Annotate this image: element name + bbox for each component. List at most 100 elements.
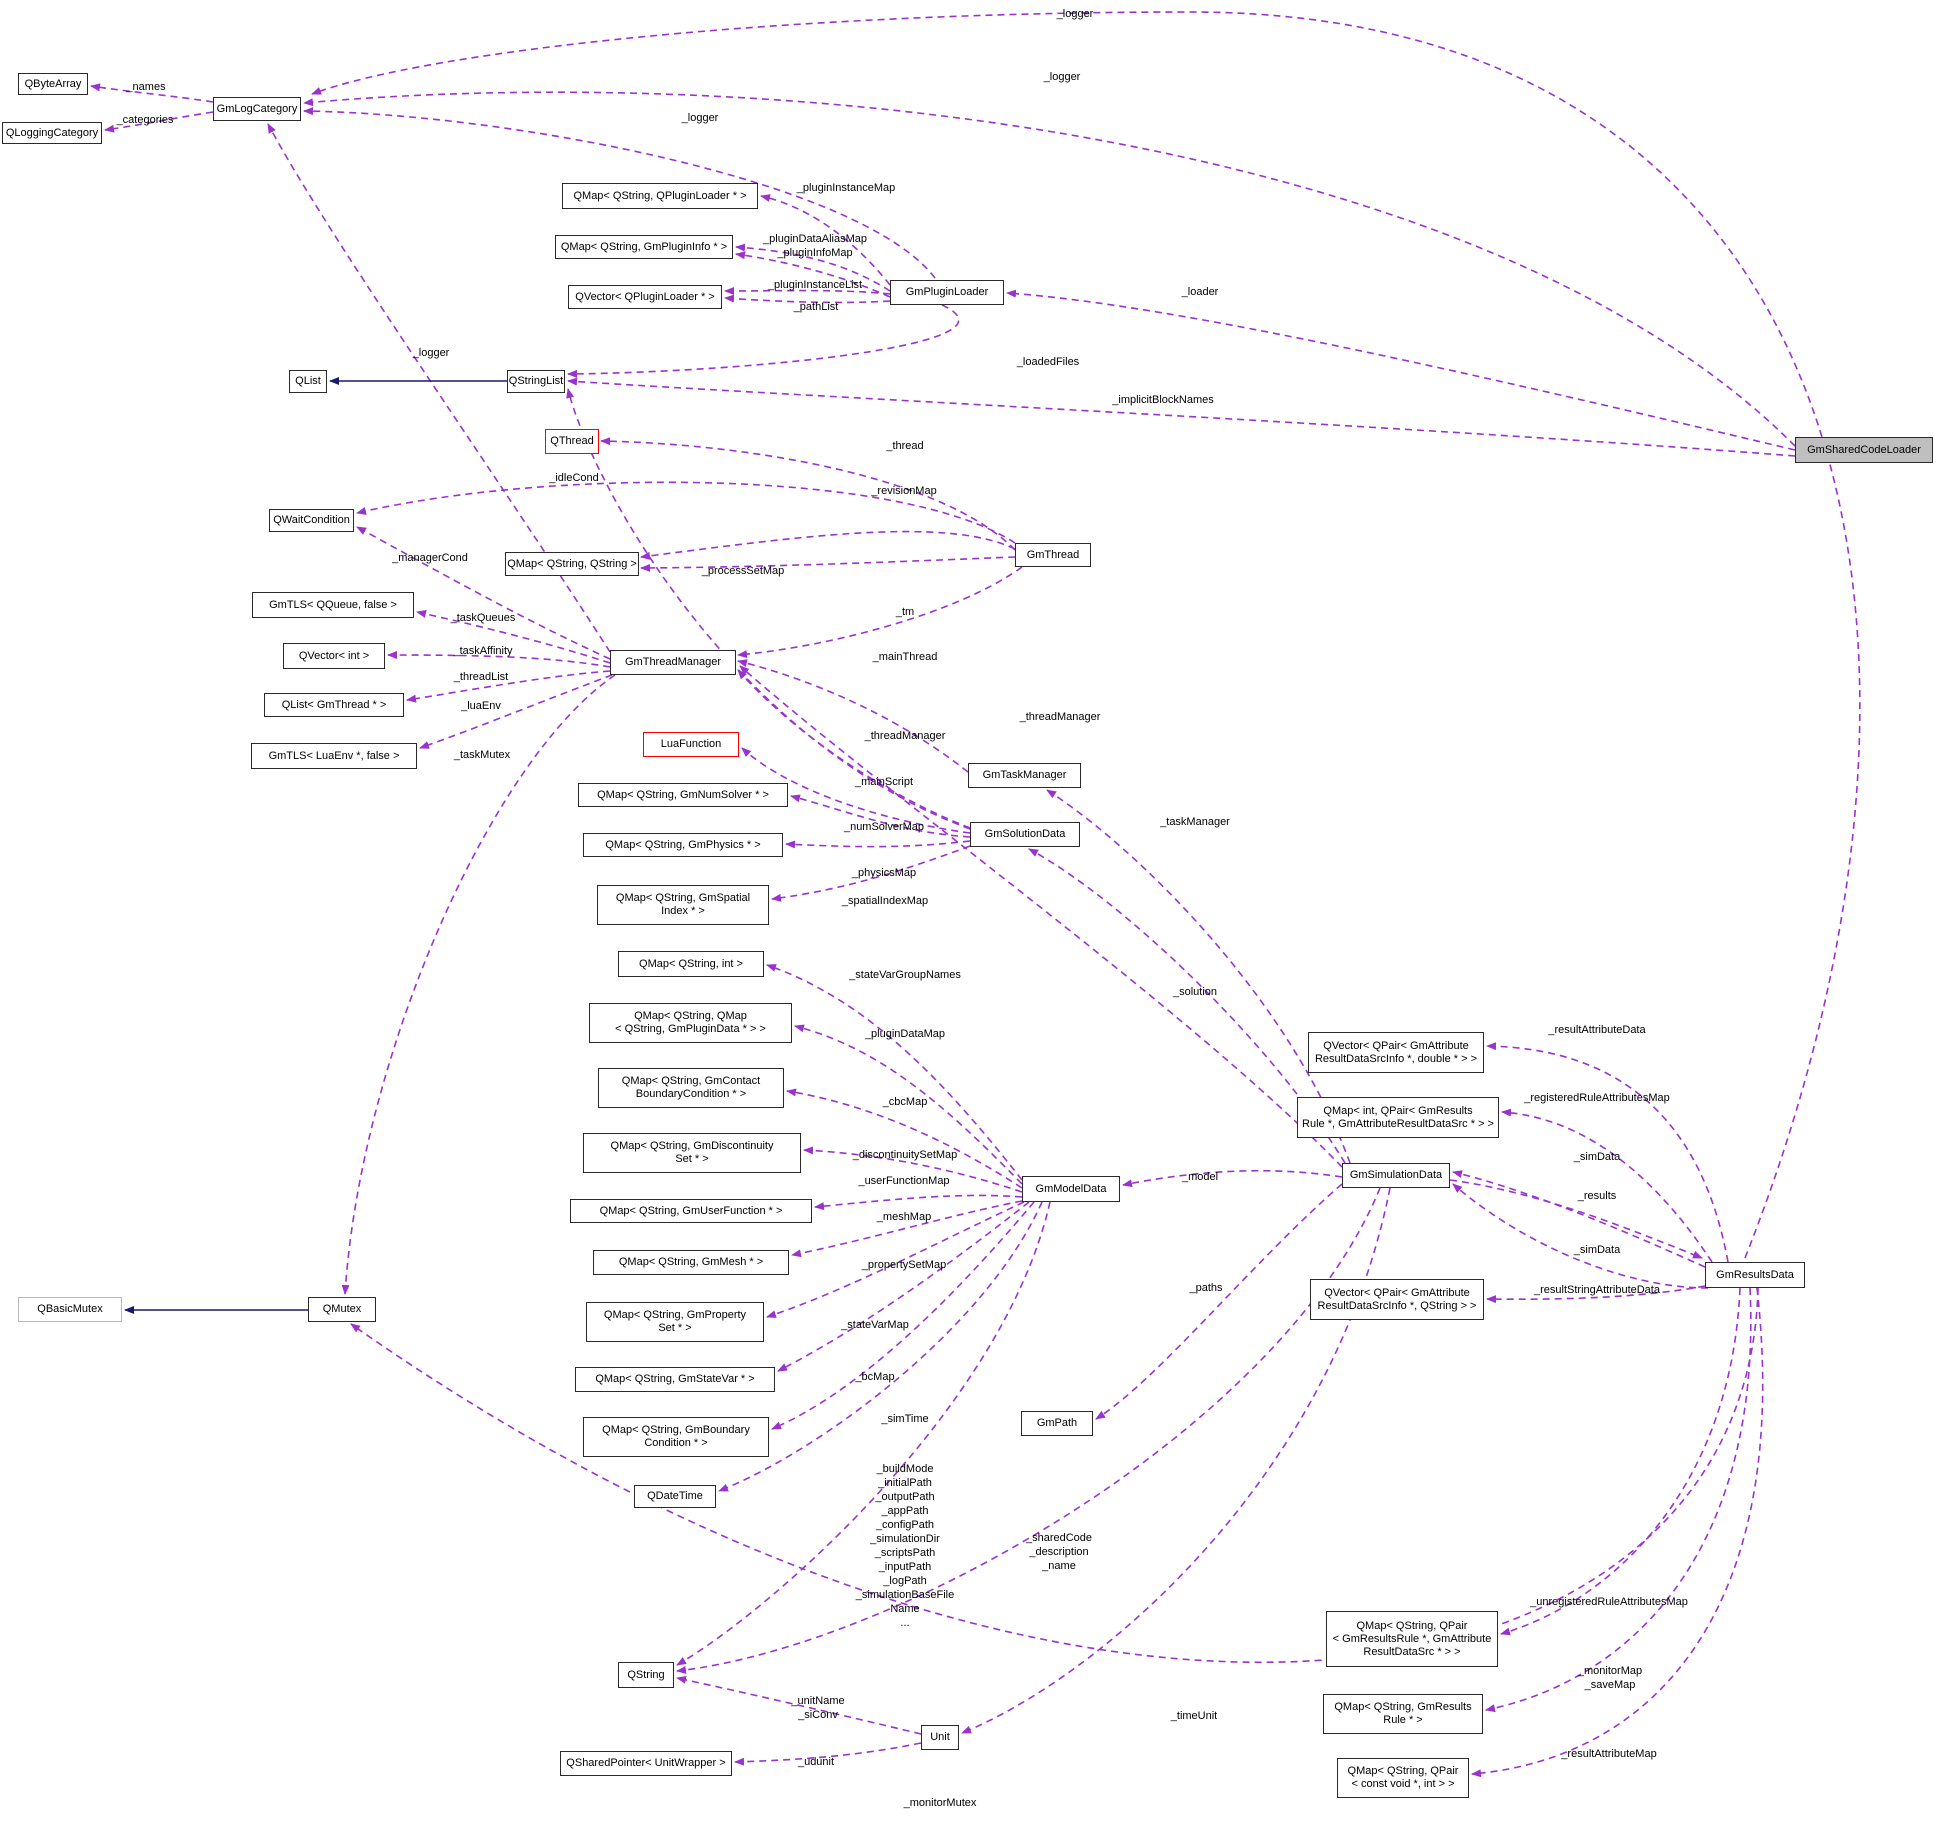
member-edge — [90, 83, 214, 103]
node-qdatetime[interactable]: QDateTime — [634, 1485, 716, 1508]
node-qstringlist[interactable]: QStringList — [507, 370, 565, 393]
node-map-userfunction[interactable]: QMap< QString, GmUserFunction * > — [570, 1199, 812, 1223]
node-qvector-int[interactable]: QVector< int > — [283, 643, 385, 669]
member-edge — [737, 566, 1023, 659]
member-edge — [600, 437, 1016, 551]
member-edge — [771, 1201, 1035, 1430]
member-edge — [724, 286, 891, 295]
member-edge — [718, 1201, 1043, 1492]
node-gmthread[interactable]: GmThread — [1015, 543, 1091, 567]
member-edge — [567, 377, 1796, 457]
node-gmsolutiondata[interactable]: GmSolutionData — [970, 822, 1080, 847]
node-qlist-gmthread[interactable]: QList< GmThread * > — [264, 693, 404, 717]
node-map-const-void[interactable]: QMap< QString, QPair < const void *, int… — [1337, 1758, 1469, 1798]
node-map-numsolver[interactable]: QMap< QString, GmNumSolver * > — [578, 783, 788, 807]
member-edge — [735, 251, 891, 298]
node-map-discontinuity[interactable]: QMap< QString, GmDiscontinuity Set * > — [583, 1133, 801, 1173]
member-edge — [777, 1201, 1030, 1372]
member-edge — [1046, 789, 1351, 1164]
member-edge — [786, 1088, 1023, 1189]
node-qwaitcondition[interactable]: QWaitCondition — [269, 509, 354, 532]
member-edge — [791, 1200, 1023, 1258]
member-edge — [303, 91, 1796, 447]
node-gmresultsdata[interactable]: GmResultsData — [1705, 1262, 1805, 1288]
node-qlist[interactable]: QList — [289, 370, 327, 393]
member-edge — [676, 1675, 922, 1735]
node-qstring[interactable]: QString — [618, 1662, 674, 1688]
node-qsharedptr-unitwrapper[interactable]: QSharedPointer< UnitWrapper > — [560, 1751, 732, 1776]
member-edge — [1122, 1169, 1343, 1188]
member-edge — [311, 11, 1861, 1259]
member-edge — [785, 840, 971, 849]
member-edge — [766, 1201, 1025, 1318]
node-map-int[interactable]: QMap< QString, int > — [618, 951, 764, 977]
node-map-property[interactable]: QMap< QString, GmProperty Set * > — [586, 1302, 764, 1342]
node-qmutex[interactable]: QMutex — [308, 1297, 376, 1322]
node-map-results-rule[interactable]: QMap< QString, GmResults Rule * > — [1323, 1694, 1483, 1734]
member-edge — [267, 123, 611, 653]
node-gmtls-qqueue[interactable]: GmTLS< QQueue, false > — [252, 592, 414, 618]
member-edge — [350, 1287, 1759, 1664]
member-edge — [814, 1194, 1023, 1211]
node-gmtaskmanager[interactable]: GmTaskManager — [968, 763, 1081, 788]
member-edge — [356, 526, 611, 660]
member-edge — [771, 845, 971, 902]
node-gmsimulationdata[interactable]: GmSimulationData — [1342, 1163, 1450, 1188]
member-edge — [1095, 1183, 1343, 1420]
node-vec-attr-qstring[interactable]: QVector< QPair< GmAttribute ResultDataSr… — [1310, 1279, 1484, 1320]
member-edge — [303, 107, 936, 279]
member-edge — [741, 747, 971, 834]
member-edge — [419, 674, 613, 749]
node-gmmodeldata[interactable]: GmModelData — [1022, 1176, 1120, 1202]
member-edge — [1501, 1108, 1713, 1263]
node-gmtls-luaenv[interactable]: GmTLS< LuaEnv *, false > — [251, 743, 417, 769]
member-edge — [406, 670, 611, 703]
member-edge — [1452, 1170, 1706, 1268]
node-map-physics[interactable]: QMap< QString, GmPhysics * > — [583, 833, 783, 857]
member-edge — [1486, 1285, 1706, 1304]
member-edge — [567, 304, 960, 378]
node-gmsharedcodeloader[interactable]: GmSharedCodeLoader — [1795, 437, 1933, 463]
member-edge — [724, 294, 891, 304]
node-map-plugindata[interactable]: QMap< QString, QMap < QString, GmPluginD… — [589, 1003, 792, 1043]
node-map-qpluginloader[interactable]: QMap< QString, QPluginLoader * > — [562, 183, 758, 209]
node-map-boundary[interactable]: QMap< QString, GmBoundary Condition * > — [583, 1417, 769, 1457]
node-map-spatial[interactable]: QMap< QString, GmSpatial Index * > — [597, 885, 769, 925]
node-qloggingcategory[interactable]: QLoggingCategory — [2, 122, 102, 144]
node-gmlogcategory[interactable]: GmLogCategory — [213, 97, 301, 121]
member-edge — [790, 794, 971, 838]
node-map-contact[interactable]: QMap< QString, GmContact BoundaryConditi… — [598, 1068, 784, 1108]
node-map-qstring-qstring[interactable]: QMap< QString, QString > — [505, 552, 639, 576]
member-edge — [1486, 1042, 1729, 1263]
node-qbytearray[interactable]: QByteArray — [18, 73, 88, 95]
member-edge — [737, 669, 971, 829]
member-edge — [766, 964, 1023, 1181]
member-edge — [640, 530, 1016, 560]
member-edge — [734, 1742, 922, 1766]
member-edge — [1449, 1179, 1703, 1259]
node-map-int-qpair[interactable]: QMap< int, QPair< GmResults Rule *, GmAt… — [1297, 1097, 1499, 1138]
member-edge — [566, 388, 971, 830]
node-luafunction[interactable]: LuaFunction — [643, 732, 739, 757]
member-edge — [104, 111, 214, 133]
node-map-qpair-rule[interactable]: QMap< QString, QPair < GmResultsRule *, … — [1326, 1611, 1498, 1667]
member-edge — [735, 243, 891, 292]
node-vec-attr-double[interactable]: QVector< QPair< GmAttribute ResultDataSr… — [1308, 1032, 1484, 1073]
member-edge — [1006, 289, 1796, 451]
member-edge — [356, 481, 1016, 544]
node-vec-qpluginloader[interactable]: QVector< QPluginLoader * > — [568, 285, 722, 309]
member-edge — [676, 1187, 1381, 1674]
node-gmpluginloader[interactable]: GmPluginLoader — [890, 280, 1004, 305]
member-edge — [676, 1201, 1051, 1666]
node-gmpath[interactable]: GmPath — [1021, 1411, 1093, 1436]
node-qthread[interactable]: QThread — [545, 429, 599, 454]
member-edge — [387, 651, 611, 668]
node-gmthreadmanager[interactable]: GmThreadManager — [610, 650, 736, 675]
node-map-gmplugininfo[interactable]: QMap< QString, GmPluginInfo * > — [555, 235, 733, 259]
node-qbasicmutex[interactable]: QBasicMutex — [18, 1297, 122, 1322]
member-edge — [341, 674, 616, 1295]
member-edge — [760, 194, 891, 286]
node-map-statevar[interactable]: QMap< QString, GmStateVar * > — [575, 1367, 775, 1392]
node-map-mesh[interactable]: QMap< QString, GmMesh * > — [593, 1250, 789, 1275]
node-unit[interactable]: Unit — [921, 1725, 959, 1750]
